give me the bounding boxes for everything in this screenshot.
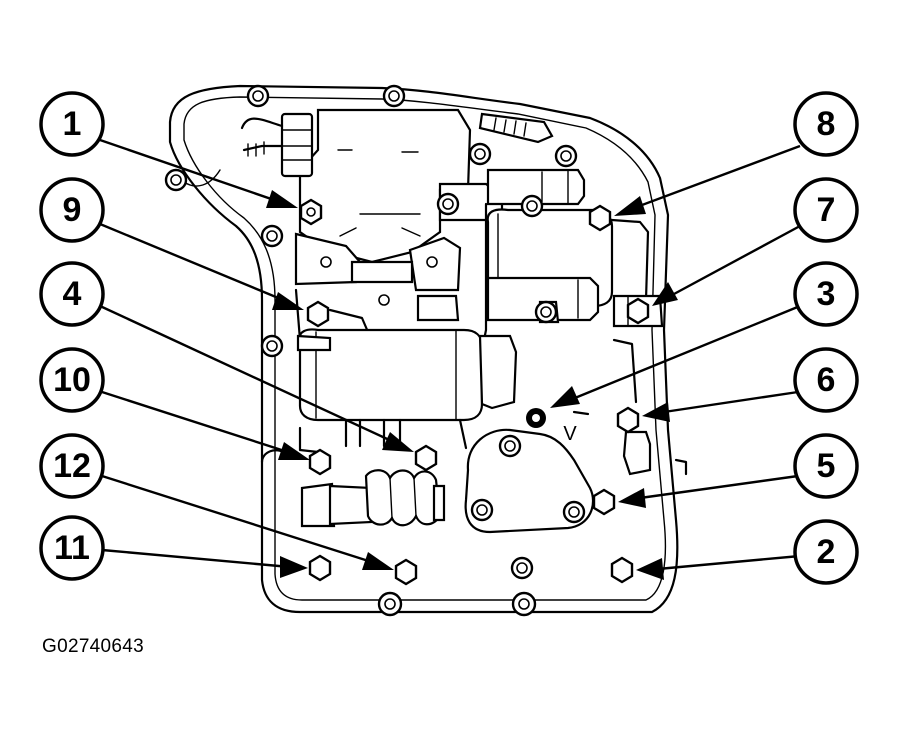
ring: [164, 168, 188, 192]
bolt-1: [299, 198, 323, 226]
figure-code: G02740643: [42, 636, 145, 657]
leader-11: [101, 548, 291, 569]
leader-9: [99, 222, 289, 304]
bolt-6: [616, 406, 640, 434]
leader-5: [639, 474, 799, 500]
callout-12: 12: [39, 433, 105, 499]
spring-assembly: [260, 426, 446, 528]
callout-4-label: 4: [63, 275, 82, 313]
bolt-8: [588, 204, 612, 232]
callout-4: 4: [39, 261, 105, 327]
ring: [246, 84, 270, 108]
arrowhead-1: [266, 190, 298, 208]
bolt-11: [308, 554, 332, 582]
callout-12-label: 12: [53, 447, 91, 485]
ring: [260, 224, 284, 248]
arrowhead-11: [280, 556, 308, 578]
bolt-9: [306, 300, 330, 328]
leader-3: [569, 304, 801, 402]
leader-12: [101, 474, 379, 566]
leader-2: [657, 554, 801, 571]
callout-9: 9: [39, 177, 105, 243]
arrowhead-5: [618, 488, 646, 508]
bolt-5: [592, 488, 616, 516]
callout-11: 11: [39, 515, 105, 581]
electrical-connector: [183, 112, 314, 187]
hex-bolts: [299, 198, 650, 586]
arrowhead-12: [362, 552, 394, 570]
leader-8: [633, 144, 801, 210]
ring: [382, 84, 406, 108]
callout-3: 3: [793, 261, 859, 327]
ring: [260, 334, 284, 358]
callout-1-label: 1: [63, 105, 82, 143]
callout-6: 6: [793, 347, 859, 413]
callout-8: 8: [793, 91, 859, 157]
leader-4: [99, 304, 399, 446]
ring: [520, 194, 544, 218]
ring: [436, 192, 460, 216]
solenoid-cover-plate: [464, 428, 595, 534]
callout-7-label: 7: [817, 191, 836, 229]
ring: [377, 591, 403, 617]
arrowhead-10: [278, 442, 310, 460]
ring: [511, 591, 537, 617]
callout-11-label: 11: [54, 529, 90, 567]
bolt-10: [308, 448, 332, 476]
ring: [554, 144, 578, 168]
lower-left-solenoid: [296, 328, 518, 450]
ring: [498, 434, 522, 458]
leader-6: [663, 390, 799, 414]
bolt-2: [610, 556, 634, 584]
arrowhead-8: [614, 196, 646, 216]
callout-5-label: 5: [817, 447, 836, 485]
svg-text:V: V: [563, 423, 577, 445]
callout-7: 7: [793, 177, 859, 243]
callouts: 1 9 4 10 12 11 8 7: [39, 91, 859, 585]
callout-10: 10: [39, 347, 105, 413]
callout-2-label: 2: [817, 533, 836, 571]
arrowhead-7: [652, 282, 678, 306]
callout-5: 5: [793, 433, 859, 499]
perimeter-rings: [164, 84, 586, 617]
harness-clip: [478, 112, 554, 144]
arrowhead-2: [636, 558, 664, 580]
callout-9-label: 9: [63, 191, 82, 229]
callout-8-label: 8: [817, 105, 836, 143]
callout-3-label: 3: [817, 275, 836, 313]
valve-body-housing: [168, 84, 679, 614]
callout-10-label: 10: [53, 361, 91, 399]
leader-lines: [99, 138, 801, 580]
bolt-12: [394, 558, 418, 586]
ring: [510, 556, 534, 580]
leader-7: [673, 224, 801, 296]
arrowhead-6: [642, 402, 670, 422]
arrowhead-4: [382, 432, 414, 452]
ring: [470, 498, 494, 522]
arrowhead-3: [550, 386, 580, 408]
callout-6-label: 6: [817, 361, 836, 399]
callout-2: 2: [793, 519, 859, 585]
callout-1: 1: [39, 91, 105, 157]
right-side-fitting: V: [563, 338, 688, 476]
bolt-3: [526, 408, 546, 428]
solenoid-block: [294, 108, 472, 306]
ring: [534, 300, 558, 324]
bolt-4: [414, 444, 438, 472]
leader-1: [99, 138, 281, 204]
arrowhead-9: [272, 292, 304, 310]
ring: [468, 142, 492, 166]
leader-10: [101, 390, 295, 456]
bolt-7: [626, 297, 650, 325]
ring: [562, 500, 586, 524]
